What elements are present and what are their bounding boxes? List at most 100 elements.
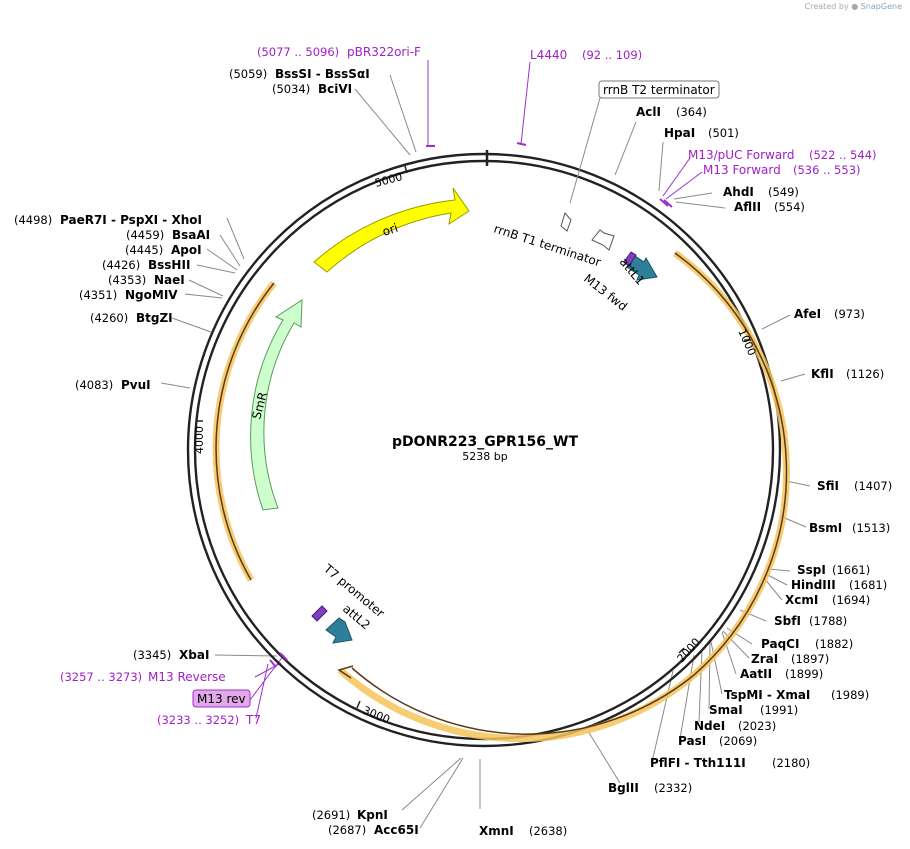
site-name[interactable]: HpaI [664,126,695,140]
site-name[interactable]: AflII [734,200,761,214]
orf-arc-right-core [674,252,788,676]
site-name[interactable]: AhdI [723,185,754,199]
primer-mark-m13rev [279,652,288,661]
primer-mark-m13fwd [663,199,673,208]
site-name[interactable]: AatII [740,667,772,681]
site-name[interactable]: NgoMIV [125,288,178,302]
site-name[interactable]: PvuI [121,378,151,392]
site-pos: (1407) [854,479,892,493]
site-pos: (1899) [785,667,823,681]
site-pos: (2023) [738,719,776,733]
site-pos: (4426) [102,258,140,272]
tick-2000: 2000 [675,636,703,666]
site-name[interactable]: HindIII [791,578,836,592]
site-name[interactable]: BssHII [148,258,190,272]
site-pos: (1991) [760,703,798,717]
site-name[interactable]: ZraI [751,652,778,666]
site-pos: (2180) [772,756,810,770]
site-name[interactable]: BciVI [318,82,352,96]
site-name[interactable]: BglII [608,781,639,795]
site-pos: (2332) [654,781,692,795]
smr-label: SmR [249,390,270,420]
site-pos: (5034) [272,82,310,96]
leader-lines [160,74,811,829]
t7-promoter-feature[interactable] [311,605,328,622]
site-name[interactable]: PflFI - Tth111I [650,756,746,770]
primer-pos: (522 .. 544) [809,148,877,162]
backbone-outer [186,152,782,748]
m13-rev-box[interactable] [192,689,251,708]
site-name[interactable]: KflI [811,367,834,381]
site-name[interactable]: SspI [797,563,826,577]
m13-fwd-label: M13 fwd [581,271,630,313]
snapgene-icon: ● [851,2,859,11]
rrnb-t2-feature[interactable] [560,211,572,232]
site-pos: (2687) [328,823,366,837]
site-pos: (364) [676,105,707,119]
site-name[interactable]: Acc65I [374,823,419,837]
primer-name[interactable]: M13/pUC Forward [688,148,795,162]
site-name[interactable]: NaeI [154,273,185,287]
rrnb-t2-box [598,80,720,99]
site-name[interactable]: XmnI [479,824,514,838]
primer-mark-l4440 [516,142,527,146]
site-pos: (4498) [14,213,52,227]
orf-arc-left-core [215,282,275,581]
site-pos: (4083) [75,378,113,392]
site-name[interactable]: PaeR7I - PspXI - XhoI [60,213,202,227]
site-name[interactable]: BsmI [809,521,842,535]
site-pos: (1661) [832,563,870,577]
primer-name[interactable]: M13 Forward [703,163,781,177]
site-name[interactable]: SfiI [817,479,839,493]
primer-pos: (536 .. 553) [793,163,861,177]
attl2-feature[interactable] [325,617,353,644]
site-name[interactable]: BssSI - BssSαI [275,67,370,81]
site-name[interactable]: TspMI - XmaI [724,688,810,702]
site-name[interactable]: NdeI [694,719,725,733]
primer-name[interactable]: L4440 [530,48,567,62]
site-name[interactable]: KpnI [357,808,388,822]
site-pos: (501) [708,126,739,140]
rrnb-t1-feature[interactable] [591,229,615,251]
site-pos: (5059) [229,67,267,81]
attribution-brand: SnapGene [860,2,902,11]
site-pos: (1897) [791,652,829,666]
site-pos: (2691) [312,808,350,822]
site-name[interactable]: BsaAI [172,228,210,242]
site-name[interactable]: ApoI [171,243,202,257]
site-name[interactable]: SmaI [709,703,743,717]
primer-name[interactable]: pBR322ori-F [347,45,421,59]
attribution: Created by ● SnapGene [805,2,902,11]
site-pos: (4260) [90,311,128,325]
site-name[interactable]: AclI [636,105,661,119]
attl1-feature[interactable] [626,253,658,281]
m13-rev-label: M13 rev [197,692,246,706]
site-pos: (1126) [846,367,884,381]
primer-pos: (5077 .. 5096) [257,45,339,59]
site-name[interactable]: XbaI [179,648,209,662]
site-name[interactable]: BtgZI [136,311,173,325]
site-pos: (2638) [529,824,567,838]
primer-labels: (5077 .. 5096) pBR322ori-F L4440 (92 .. … [60,45,877,727]
site-pos: (1681) [849,578,887,592]
orf-arrow-bottom [337,665,354,679]
m13-fwd-feature[interactable] [623,251,637,267]
site-pos: (549) [768,185,799,199]
site-pos: (1694) [832,593,870,607]
site-name[interactable]: AfeI [794,307,821,321]
primer-name[interactable]: T7 [245,713,261,727]
site-name[interactable]: PasI [678,734,706,748]
site-name[interactable]: PaqCI [761,637,799,651]
tick-4000: 4000 [193,426,206,454]
site-pos: (554) [774,200,805,214]
site-name[interactable]: SbfI [774,614,801,628]
site-pos: (4351) [79,288,117,302]
plasmid-length: 5238 bp [462,450,507,463]
site-pos: (1882) [815,637,853,651]
primer-name[interactable]: M13 Reverse [148,670,226,684]
ori-feature[interactable] [313,187,470,273]
primer-mark-m13puc [659,198,669,207]
smr-feature[interactable] [250,299,303,511]
site-name[interactable]: XcmI [785,593,818,607]
